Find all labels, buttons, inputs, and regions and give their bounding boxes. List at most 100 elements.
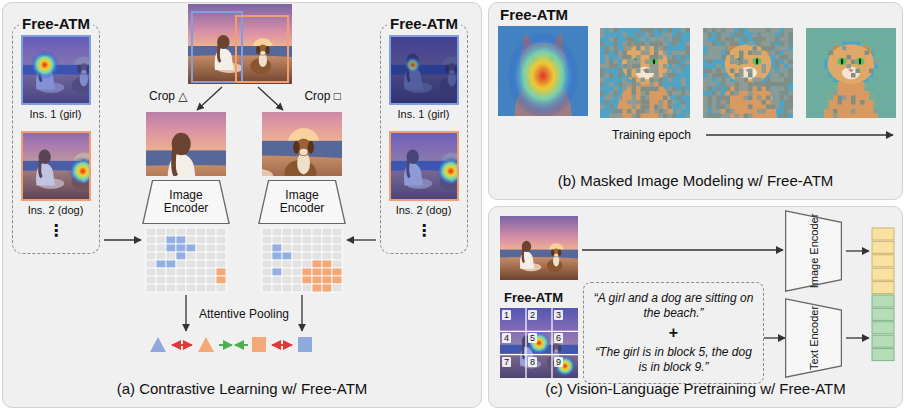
- mask-patch: [641, 37, 646, 42]
- mask-patch: [686, 51, 691, 56]
- mask-patch: [869, 91, 874, 96]
- patch-cell: [176, 252, 186, 260]
- mask-patch: [623, 55, 628, 60]
- mask-patch: [878, 64, 883, 69]
- mask-patch: [654, 78, 659, 83]
- mask-patch: [883, 82, 888, 87]
- mask-patch: [609, 96, 614, 101]
- mask-patch: [703, 100, 708, 105]
- mask-patch: [636, 100, 641, 105]
- mask-patch: [672, 64, 677, 69]
- mask-patch: [806, 60, 811, 65]
- patch-cell: [322, 228, 332, 236]
- mask-patch: [721, 100, 726, 105]
- mask-patch: [739, 87, 744, 92]
- mask-patch: [824, 87, 829, 92]
- mask-patch: [641, 109, 646, 114]
- mask-patch: [753, 33, 758, 38]
- mask-patch: [883, 78, 888, 83]
- embedding-bar: [872, 228, 894, 361]
- mask-patch: [681, 105, 686, 110]
- mask-patch: [632, 96, 637, 101]
- instance-heatmap-part: [10, 22, 113, 104]
- mask-patch: [654, 46, 659, 51]
- patch-cell: [146, 284, 156, 292]
- mask-patch: [806, 114, 811, 119]
- mask-patch: [771, 42, 776, 47]
- mask-patch: [730, 91, 735, 96]
- patch-cell: [176, 284, 186, 292]
- patch-cell: [196, 252, 206, 260]
- mask-patch: [820, 69, 825, 74]
- masked-image-part: [600, 28, 690, 118]
- mask-patch: [869, 33, 874, 38]
- block-heatmap-part: [554, 355, 576, 377]
- mask-patch: [878, 42, 883, 47]
- mask-patch: [883, 87, 888, 92]
- mask-patch: [829, 33, 834, 38]
- mask-patch: [744, 78, 749, 83]
- mask-patch: [784, 96, 789, 101]
- mask-patch: [883, 46, 888, 51]
- mask-patch: [703, 105, 708, 110]
- mask-patch: [771, 28, 776, 33]
- mask-patch: [820, 114, 825, 119]
- mask-patch: [677, 37, 682, 42]
- mask-patch: [838, 33, 843, 38]
- patch-cell: [272, 244, 282, 252]
- mask-patch: [748, 91, 753, 96]
- mask-patch: [636, 114, 641, 119]
- mask-patch: [860, 100, 865, 105]
- cat-heatmap: [498, 26, 588, 119]
- mask-patch: [806, 105, 811, 110]
- patch-cell: [332, 252, 342, 260]
- epoch-arrow-part: [706, 134, 893, 135]
- mask-patch: [636, 33, 641, 38]
- block-number: 2: [528, 310, 537, 320]
- mask-patch: [833, 87, 838, 92]
- mask-patch: [659, 109, 664, 114]
- mask-patch: [618, 51, 623, 56]
- mask-patch: [874, 42, 879, 47]
- mask-patch: [883, 109, 888, 114]
- mask-patch: [789, 78, 794, 83]
- mask-patch: [614, 42, 619, 47]
- patch-cell: [176, 244, 186, 252]
- method-heading: Free-ATM: [387, 15, 461, 32]
- patch-cell: [312, 268, 322, 276]
- caption-sentence: “The girl is in block 5, the dog is in b…: [592, 345, 755, 375]
- mask-patch: [789, 100, 794, 105]
- patch-cell: [312, 228, 322, 236]
- mask-patch: [780, 96, 785, 101]
- mask-patch: [659, 114, 664, 119]
- mask-patch: [762, 109, 767, 114]
- mask-patch: [739, 33, 744, 38]
- mask-patch: [717, 69, 722, 74]
- mask-patch: [842, 28, 847, 33]
- mask-patch: [650, 55, 655, 60]
- mask-patch: [789, 28, 794, 33]
- mask-patch: [775, 73, 780, 78]
- mask-patch: [851, 37, 856, 42]
- mask-patch: [780, 87, 785, 92]
- mask-patch: [717, 91, 722, 96]
- mask-patch: [654, 73, 659, 78]
- block-number: 3: [554, 310, 563, 320]
- mask-patch: [887, 60, 892, 65]
- mask-patch: [820, 42, 825, 47]
- panel-caption: (a) Contrastive Learning w/ Free-ATM: [3, 380, 481, 398]
- mask-patch: [762, 46, 767, 51]
- masked-image: [600, 28, 896, 118]
- mask-patch: [829, 42, 834, 47]
- mask-patch: [883, 28, 888, 33]
- patch-cell: [206, 284, 216, 292]
- mask-patch: [784, 46, 789, 51]
- patch-cell: [166, 284, 176, 292]
- mask-patch: [636, 46, 641, 51]
- mask-patch: [887, 64, 892, 69]
- mask-patch: [712, 42, 717, 47]
- patch-cell: [176, 236, 186, 244]
- mask-patch: [668, 91, 673, 96]
- mask-patch: [600, 82, 605, 87]
